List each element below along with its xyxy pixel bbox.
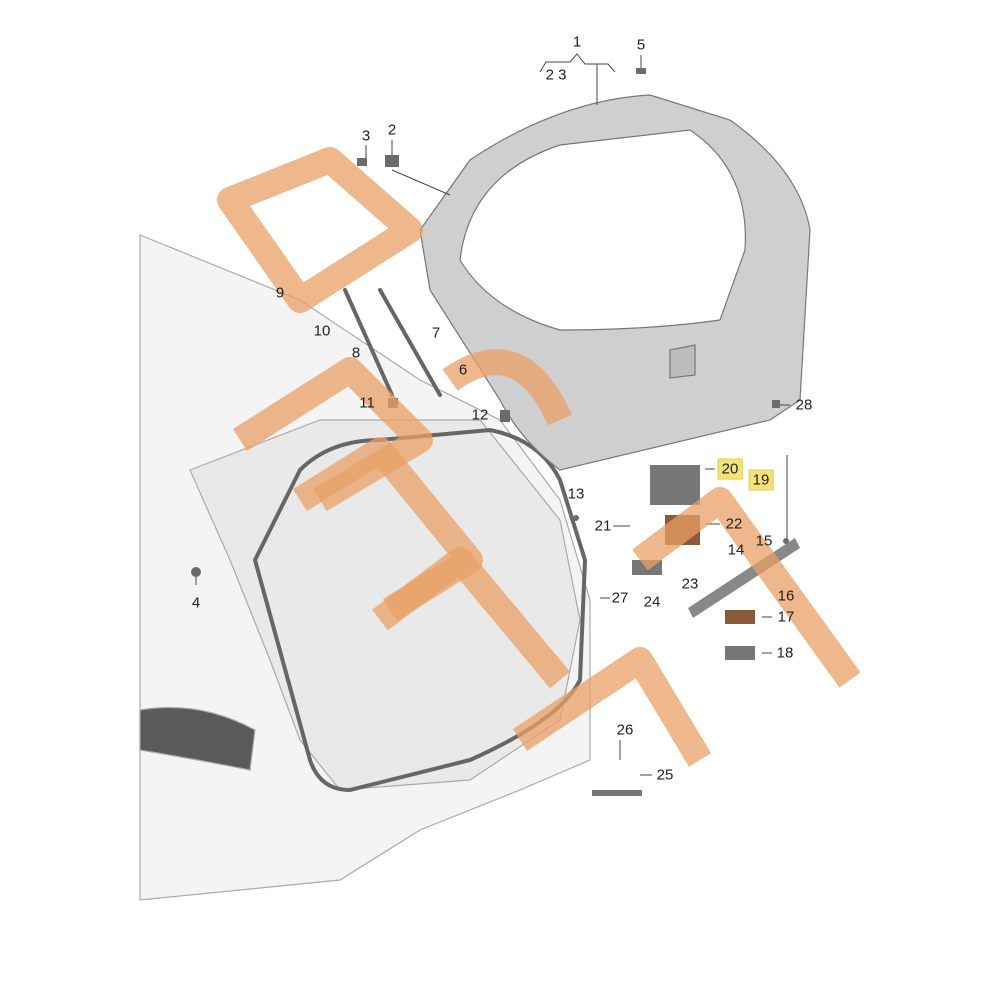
- callout-10: 10: [313, 322, 331, 340]
- callout-9: 9: [275, 284, 285, 302]
- callout-18: 18: [776, 644, 794, 662]
- callout-3: 3: [361, 127, 371, 145]
- callout-5: 5: [636, 36, 646, 54]
- callout-14: 14: [727, 541, 745, 559]
- callout-21: 21: [594, 517, 612, 535]
- callout-28: 28: [795, 396, 813, 414]
- callout-2: 2: [387, 121, 397, 139]
- callout-6: 6: [458, 361, 468, 379]
- callout-13: 13: [567, 485, 585, 503]
- callout-1: 1: [572, 33, 582, 51]
- callout-23: 23: [681, 575, 699, 593]
- callout-26: 26: [616, 721, 634, 739]
- callout-22: 22: [725, 515, 743, 533]
- callout-25: 25: [656, 766, 674, 784]
- callout-27: 27: [611, 589, 629, 607]
- seal-outline: [252, 427, 588, 793]
- callout-20-highlighted: 20: [717, 458, 743, 480]
- callout-12: 12: [471, 406, 489, 424]
- callout-8: 8: [351, 344, 361, 362]
- callout-15: 15: [755, 532, 773, 550]
- callout-4: 4: [191, 594, 201, 612]
- callout-16: 16: [777, 587, 795, 605]
- callout-19-highlighted: 19: [748, 469, 774, 491]
- callout-7: 7: [431, 324, 441, 342]
- callout-24: 24: [643, 593, 661, 611]
- callout-11: 11: [359, 394, 375, 412]
- watermark-logo: [217, 147, 861, 767]
- callout-17: 17: [777, 608, 795, 626]
- leader-lines: [195, 53, 790, 776]
- gas-struts: [343, 288, 442, 397]
- callout-2-3: 2 3: [545, 66, 567, 84]
